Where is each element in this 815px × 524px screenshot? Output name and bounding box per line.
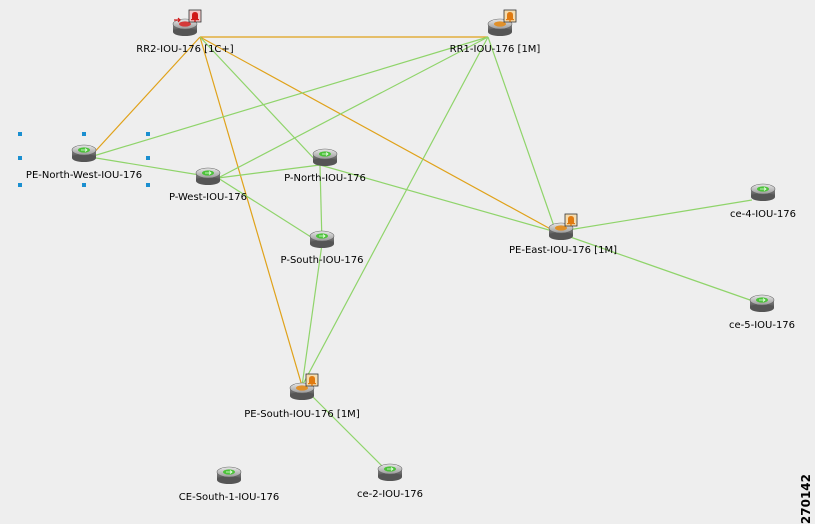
nodes-layer: [18, 9, 776, 484]
status-major-icon: [296, 385, 308, 391]
node-label-rr1: RR1-IOU-176 [1M]: [449, 44, 541, 55]
link-pe-east-ce-5[interactable]: [555, 231, 751, 301]
node-label-rr2: RR2-IOU-176 [1C+]: [136, 44, 234, 55]
selection-handle[interactable]: [82, 132, 86, 136]
link-p-north-pe-east[interactable]: [319, 164, 557, 233]
status-major-icon: [555, 225, 567, 231]
node-ce-4[interactable]: [750, 183, 776, 201]
node-ce-2[interactable]: [377, 463, 403, 481]
link-rr1-p-west[interactable]: [217, 36, 489, 179]
node-label-ce-5: ce-5-IOU-176: [728, 320, 796, 331]
node-label-pe-nw: PE-North-West-IOU-176: [25, 170, 143, 181]
link-pe-south-ce-2[interactable]: [301, 385, 383, 467]
node-ce-5[interactable]: [749, 294, 775, 312]
link-rr2-pe-south[interactable]: [199, 36, 303, 387]
node-pe-south[interactable]: [289, 373, 319, 400]
status-major-icon: [494, 21, 506, 27]
selection-handle[interactable]: [146, 156, 150, 160]
node-rr1[interactable]: [487, 9, 517, 36]
node-label-ce-4: ce-4-IOU-176: [729, 209, 797, 220]
node-rr2[interactable]: [172, 9, 202, 36]
figure-id: 270142: [799, 474, 813, 524]
orange-bell-icon[interactable]: [305, 373, 319, 387]
selection-handle[interactable]: [146, 183, 150, 187]
link-rr2-pe-east[interactable]: [199, 36, 557, 233]
selection-handle[interactable]: [18, 132, 22, 136]
status-critical-icon: [179, 21, 191, 27]
link-rr1-pe-east[interactable]: [487, 36, 557, 233]
node-pe-nw[interactable]: [71, 144, 97, 162]
selection-handle[interactable]: [18, 183, 22, 187]
node-p-west[interactable]: [195, 167, 221, 185]
node-label-pe-south: PE-South-IOU-176 [1M]: [244, 409, 360, 420]
node-label-ce-2: ce-2-IOU-176: [356, 489, 424, 500]
selection-handle[interactable]: [18, 156, 22, 160]
orange-bell-icon[interactable]: [503, 9, 517, 23]
selection-handle[interactable]: [82, 183, 86, 187]
link-pe-east-ce-4[interactable]: [555, 199, 753, 233]
link-rr2-pe-nw[interactable]: [89, 36, 201, 158]
links-layer: [89, 36, 753, 467]
link-p-south-pe-south[interactable]: [301, 243, 323, 387]
link-p-west-p-south[interactable]: [217, 177, 323, 245]
link-rr1-pe-nw[interactable]: [89, 36, 489, 158]
red-bell-icon[interactable]: [188, 9, 202, 23]
selection-handle[interactable]: [146, 132, 150, 136]
critical-arrow-icon: [174, 17, 181, 23]
link-rr2-p-north[interactable]: [199, 36, 321, 166]
node-label-p-north: P-North-IOU-176: [284, 173, 366, 184]
node-label-ce-south-1: CE-South-1-IOU-176: [178, 492, 280, 503]
link-p-west-p-north[interactable]: [217, 164, 321, 179]
orange-bell-icon[interactable]: [564, 213, 578, 227]
node-ce-south-1[interactable]: [216, 466, 242, 484]
node-p-south[interactable]: [309, 230, 335, 248]
link-rr1-pe-south[interactable]: [301, 36, 489, 387]
node-label-p-west: P-West-IOU-176: [168, 192, 248, 203]
node-p-north[interactable]: [312, 148, 338, 166]
node-label-p-south: P-South-IOU-176: [280, 255, 364, 266]
node-pe-east[interactable]: [548, 213, 578, 240]
node-label-pe-east: PE-East-IOU-176 [1M]: [509, 245, 617, 256]
